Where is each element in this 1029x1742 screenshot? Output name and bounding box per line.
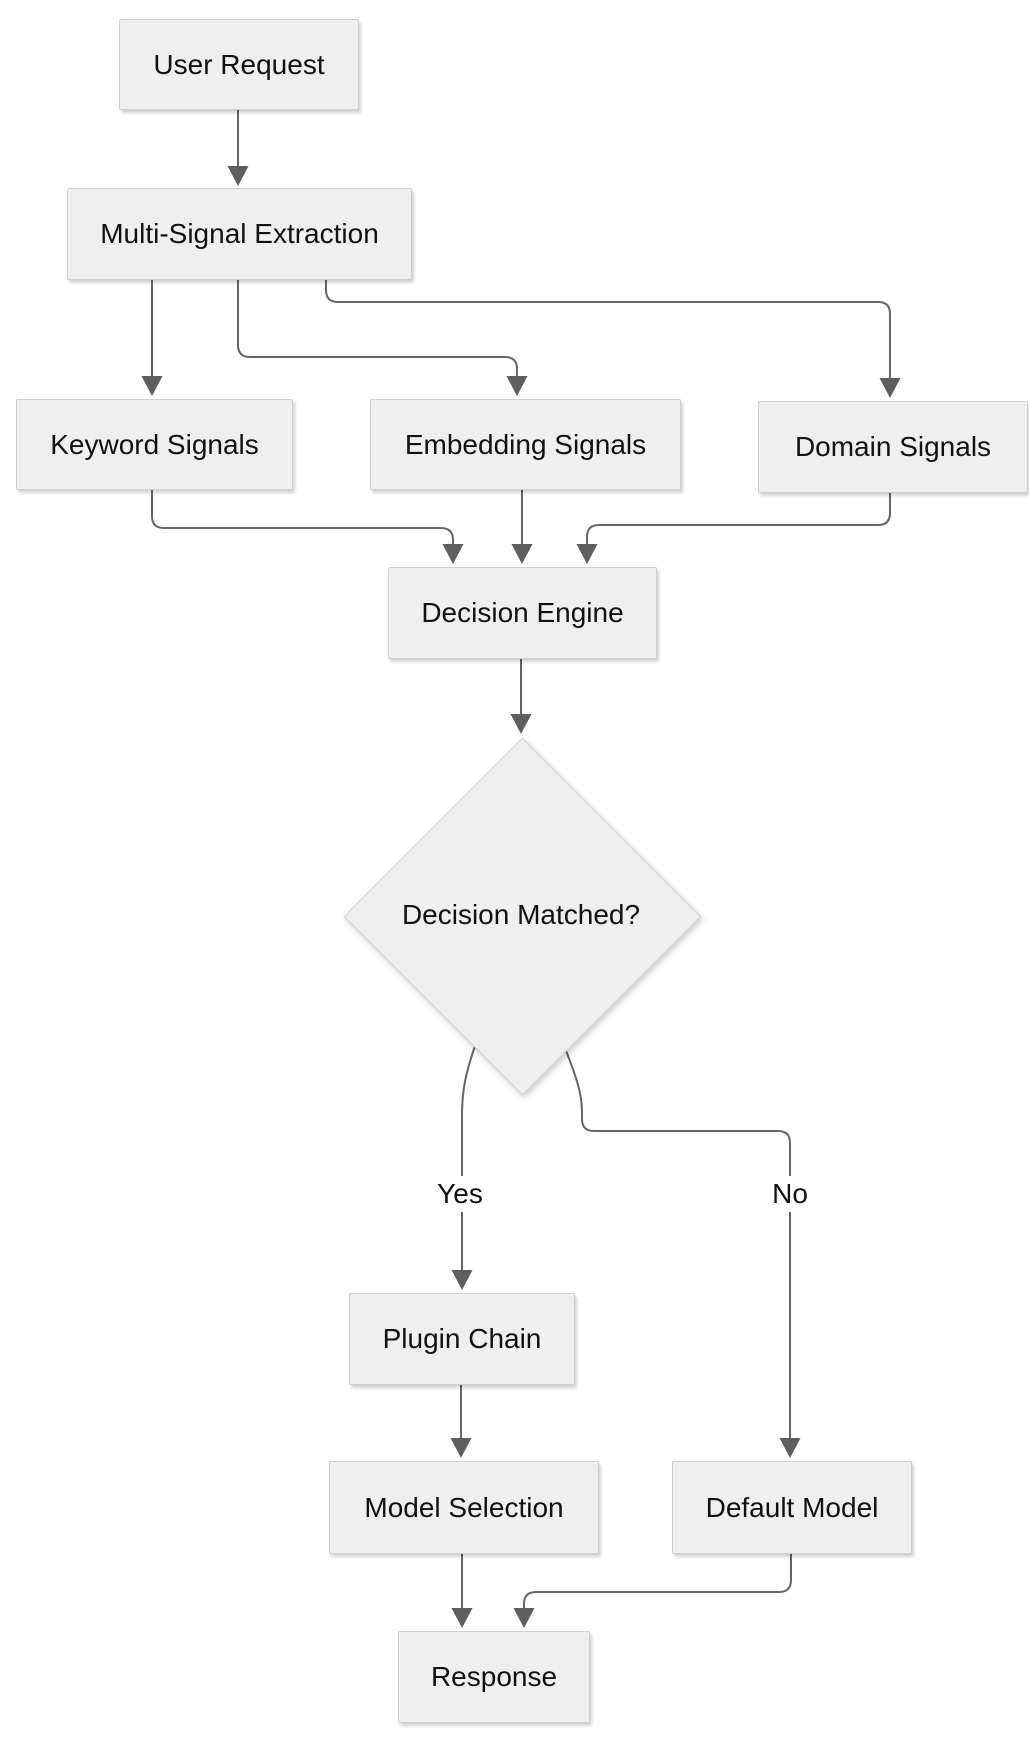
arrowhead-into-embedding: [506, 376, 528, 396]
edge-default-model-to-response: [523, 1552, 792, 1608]
node-keyword-signals: Keyword Signals: [16, 399, 293, 490]
node-domain-signals: Domain Signals: [758, 401, 1028, 493]
diamond-label: Decision Matched?: [401, 899, 641, 930]
edge-diamond-no-to-default-model: [564, 1047, 791, 1438]
arrowhead-into-model-selection: [450, 1438, 472, 1458]
arrowhead-into-multi-signal: [227, 166, 249, 186]
arrowhead-domain-into-engine: [576, 544, 598, 564]
edge-multi-signal-to-domain: [325, 278, 891, 378]
node-model-selection: Model Selection: [329, 1461, 599, 1554]
arrowhead-into-keyword: [141, 376, 163, 396]
node-response: Response: [398, 1631, 590, 1723]
arrowhead-into-domain: [879, 378, 901, 398]
node-plugin-chain: Plugin Chain: [349, 1293, 575, 1385]
node-default-model: Default Model: [672, 1461, 912, 1554]
arrowhead-into-default-model: [779, 1438, 801, 1458]
node-user-request: User Request: [119, 19, 359, 110]
arrowhead-embedding-into-engine: [511, 544, 533, 564]
node-decision-matched-diamond: Decision Matched?: [343, 737, 701, 1095]
node-embedding-signals: Embedding Signals: [370, 399, 681, 490]
edge-keyword-to-decision-engine: [151, 487, 454, 544]
arrowhead-modelsel-into-response: [451, 1608, 473, 1628]
arrowhead-into-diamond: [510, 714, 532, 734]
edge-label-no: No: [764, 1176, 816, 1212]
node-decision-engine: Decision Engine: [388, 567, 657, 659]
arrowhead-default-into-response: [513, 1608, 535, 1628]
node-multi-signal-extraction: Multi-Signal Extraction: [67, 188, 412, 280]
edge-label-yes: Yes: [429, 1176, 491, 1212]
edge-domain-to-decision-engine: [586, 491, 891, 544]
edge-multi-signal-to-embedding: [237, 278, 518, 376]
arrowhead-into-plugin-chain: [451, 1270, 473, 1290]
edge-diamond-yes-to-plugin-chain: [461, 1045, 476, 1270]
arrowhead-keyword-into-engine: [442, 544, 464, 564]
